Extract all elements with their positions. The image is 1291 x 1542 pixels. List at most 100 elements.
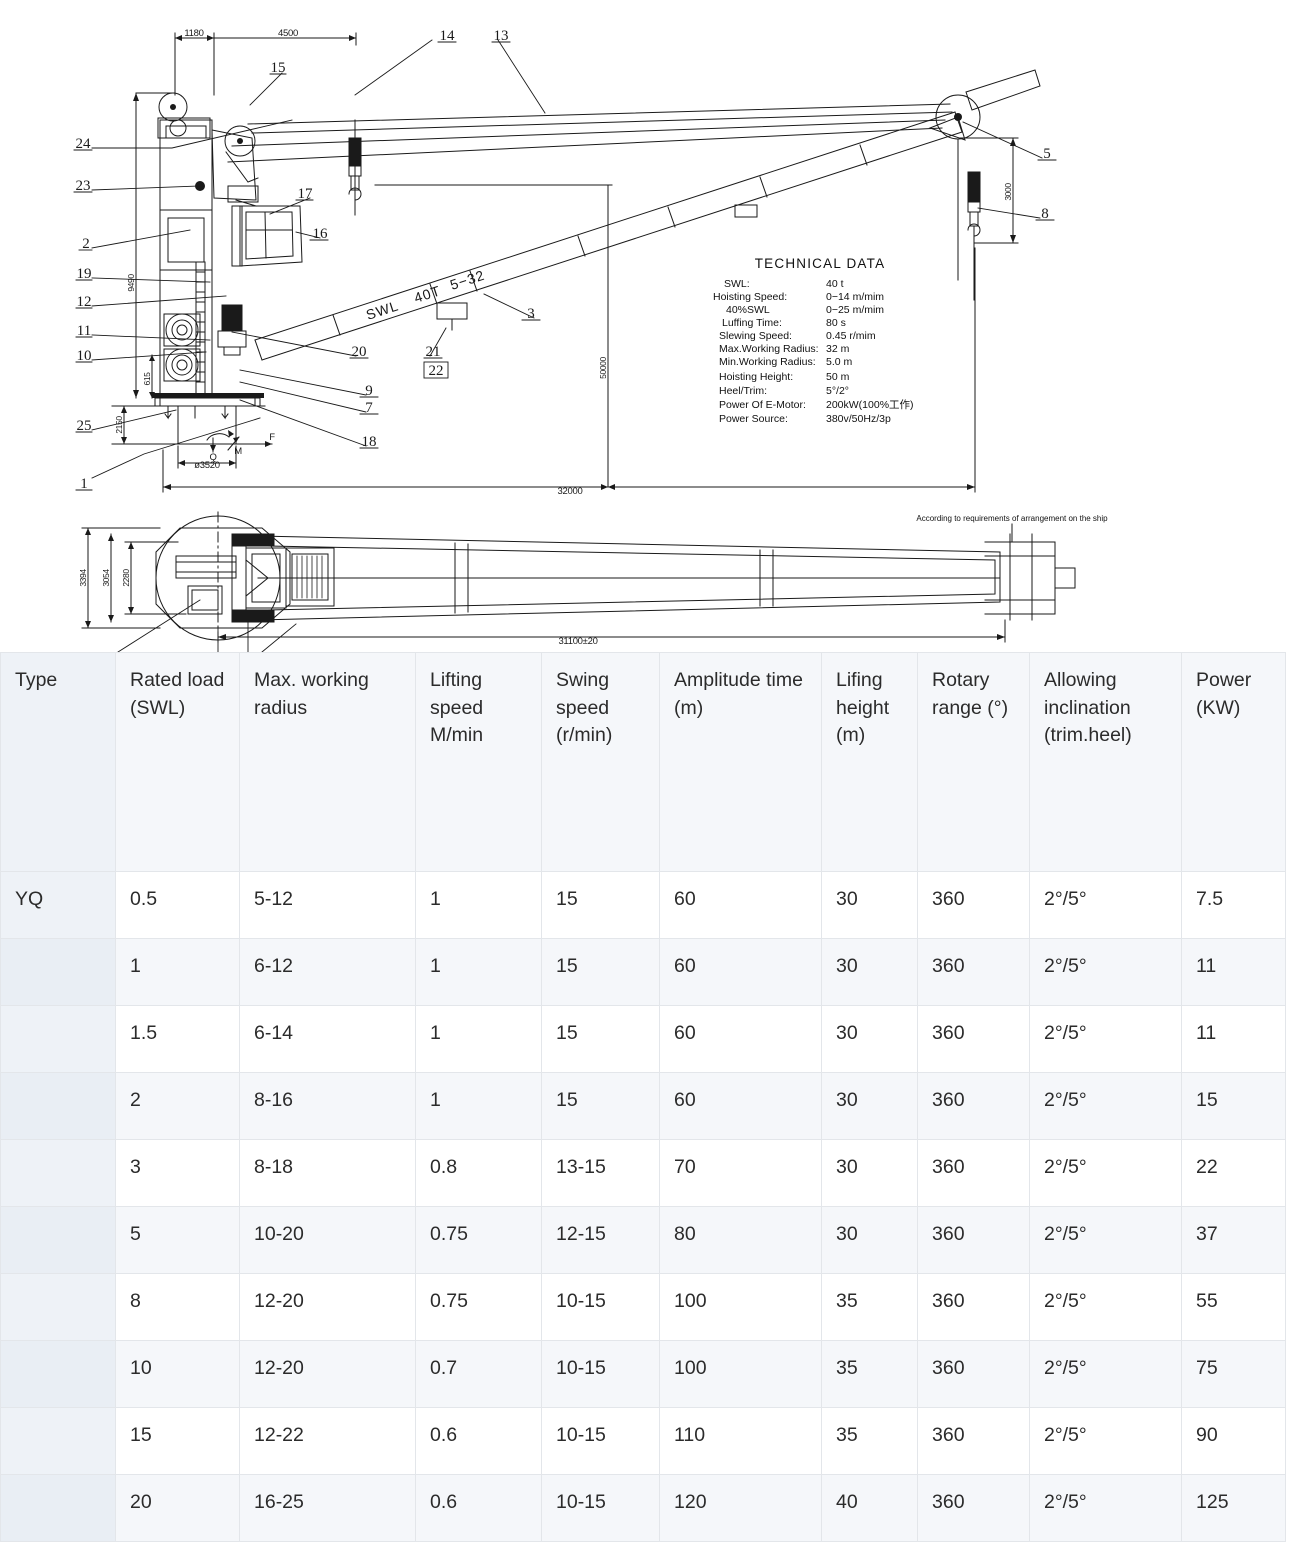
cell-type <box>0 1340 116 1408</box>
cell-swing-speed: 13-15 <box>541 1139 660 1207</box>
dim-2150 <box>111 405 161 445</box>
header-rotary-range: Rotary range (°) <box>917 652 1030 872</box>
dim-3520 <box>177 445 237 469</box>
cell-type <box>0 1273 116 1341</box>
dim-label-4500: 4500 <box>278 28 298 39</box>
cell-rotary-range: 360 <box>917 938 1030 1006</box>
cell-type <box>0 1139 116 1207</box>
crane-technical-drawing: 1180 4500 9490 615 2150 ø3520 32000 5000… <box>0 0 1291 652</box>
td-label-slewing-speed: Slewing Speed: <box>719 330 792 342</box>
cell-rated-load: 1.5 <box>115 1005 240 1073</box>
cell-lifting-height: 35 <box>821 1340 918 1408</box>
dim-label-1180: 1180 <box>184 28 203 39</box>
callout-15: 15 <box>271 60 286 76</box>
td-label-hoisting-speed: Hoisting Speed: <box>713 291 787 303</box>
main-boom <box>254 69 1041 361</box>
cell-power: 55 <box>1181 1273 1286 1341</box>
header-lifting-height: Lifing height (m) <box>821 652 918 872</box>
cell-type <box>0 1407 116 1475</box>
cell-type <box>0 1206 116 1274</box>
dim-label-50000: 50000 <box>598 357 608 379</box>
td-label-heel-trim: Heel/Trim: <box>719 385 767 397</box>
cell-type <box>0 1072 116 1140</box>
callout-1: 1 <box>80 476 88 492</box>
ship-arrangement-note: According to requirements of arrangement… <box>916 514 1108 523</box>
dim-3000 <box>959 137 1019 244</box>
callout-17: 17 <box>298 186 314 202</box>
td-value-luffing-time: 80 s <box>826 317 846 329</box>
callout-10: 10 <box>77 348 92 364</box>
cell-allowing-inclination: 2°/5° <box>1029 871 1182 939</box>
cell-lifting-height: 30 <box>821 1139 918 1207</box>
header-lifting-speed: Lifting speed M/min <box>415 652 542 872</box>
callout-24: 24 <box>76 136 92 152</box>
callout-23: 23 <box>76 178 91 194</box>
cell-max-working-radius: 12-20 <box>239 1273 416 1341</box>
cell-power: 37 <box>1181 1206 1286 1274</box>
td-value-40-swl: 0−25 m/mim <box>826 304 884 316</box>
dim-label-32000: 32000 <box>558 486 583 497</box>
cell-type <box>0 1005 116 1073</box>
specification-table: Type Rated load (SWL) Max. working radiu… <box>0 652 1286 1542</box>
cell-amplitude-time: 100 <box>659 1340 822 1408</box>
cell-max-working-radius: 6-12 <box>239 938 416 1006</box>
cell-allowing-inclination: 2°/5° <box>1029 1407 1182 1475</box>
callout-leaders <box>91 39 1043 479</box>
cell-allowing-inclination: 2°/5° <box>1029 1340 1182 1408</box>
header-rated-load: Rated load (SWL) <box>115 652 240 872</box>
cell-lifting-speed: 0.7 <box>415 1340 542 1408</box>
cell-power: 11 <box>1181 1005 1286 1073</box>
cell-power: 11 <box>1181 938 1286 1006</box>
boom-label-swl: SWL <box>364 297 401 323</box>
cell-lifting-speed: 1 <box>415 1072 542 1140</box>
cell-power: 125 <box>1181 1474 1286 1542</box>
cell-lifting-height: 40 <box>821 1474 918 1542</box>
cell-type <box>0 1474 116 1542</box>
cell-max-working-radius: 8-16 <box>239 1072 416 1140</box>
cell-swing-speed: 15 <box>541 871 660 939</box>
cell-lifting-speed: 0.75 <box>415 1273 542 1341</box>
cell-lifting-speed: 0.6 <box>415 1474 542 1542</box>
cell-allowing-inclination: 2°/5° <box>1029 938 1182 1006</box>
header-row: Type Rated load (SWL) Max. working radiu… <box>0 652 1286 872</box>
cell-swing-speed: 10-15 <box>541 1340 660 1408</box>
dim-label-3394: 3394 <box>78 569 88 587</box>
header-max-working-radius: Max. working radius <box>239 652 416 872</box>
cell-amplitude-time: 80 <box>659 1206 822 1274</box>
callout-5: 5 <box>1043 146 1051 162</box>
cell-max-working-radius: 12-20 <box>239 1340 416 1408</box>
cell-amplitude-time: 120 <box>659 1474 822 1542</box>
callout-underlines <box>73 41 1057 491</box>
cell-rotary-range: 360 <box>917 871 1030 939</box>
td-value-min-radius: 5.0 m <box>826 356 853 368</box>
cell-swing-speed: 15 <box>541 1072 660 1140</box>
load-marker-m: M <box>234 446 242 457</box>
callout-21: 21 <box>426 344 441 360</box>
hook-block-mid <box>348 119 362 216</box>
cell-rotary-range: 360 <box>917 1340 1030 1408</box>
cell-rotary-range: 360 <box>917 1005 1030 1073</box>
dim-50000 <box>374 184 613 488</box>
cell-rated-load: 2 <box>115 1072 240 1140</box>
dim-label-615: 615 <box>142 372 152 386</box>
td-label-power-source: Power Source: <box>719 413 788 425</box>
cell-rated-load: 10 <box>115 1340 240 1408</box>
callout-3: 3 <box>527 306 535 322</box>
cell-swing-speed: 10-15 <box>541 1407 660 1475</box>
cell-lifting-speed: 0.6 <box>415 1407 542 1475</box>
cell-amplitude-time: 60 <box>659 938 822 1006</box>
cell-lifting-height: 30 <box>821 1206 918 1274</box>
header-allowing-inclination: Allowing inclination (trim.heel) <box>1029 652 1182 872</box>
callout-20: 20 <box>352 344 367 360</box>
cell-rated-load: 5 <box>115 1206 240 1274</box>
callout-7: 7 <box>365 400 373 416</box>
callout-25: 25 <box>77 418 92 434</box>
dim-label-2280: 2280 <box>121 569 131 587</box>
cell-allowing-inclination: 2°/5° <box>1029 1206 1182 1274</box>
td-value-hoisting-height: 50 m <box>826 371 850 383</box>
cell-swing-speed: 10-15 <box>541 1474 660 1542</box>
